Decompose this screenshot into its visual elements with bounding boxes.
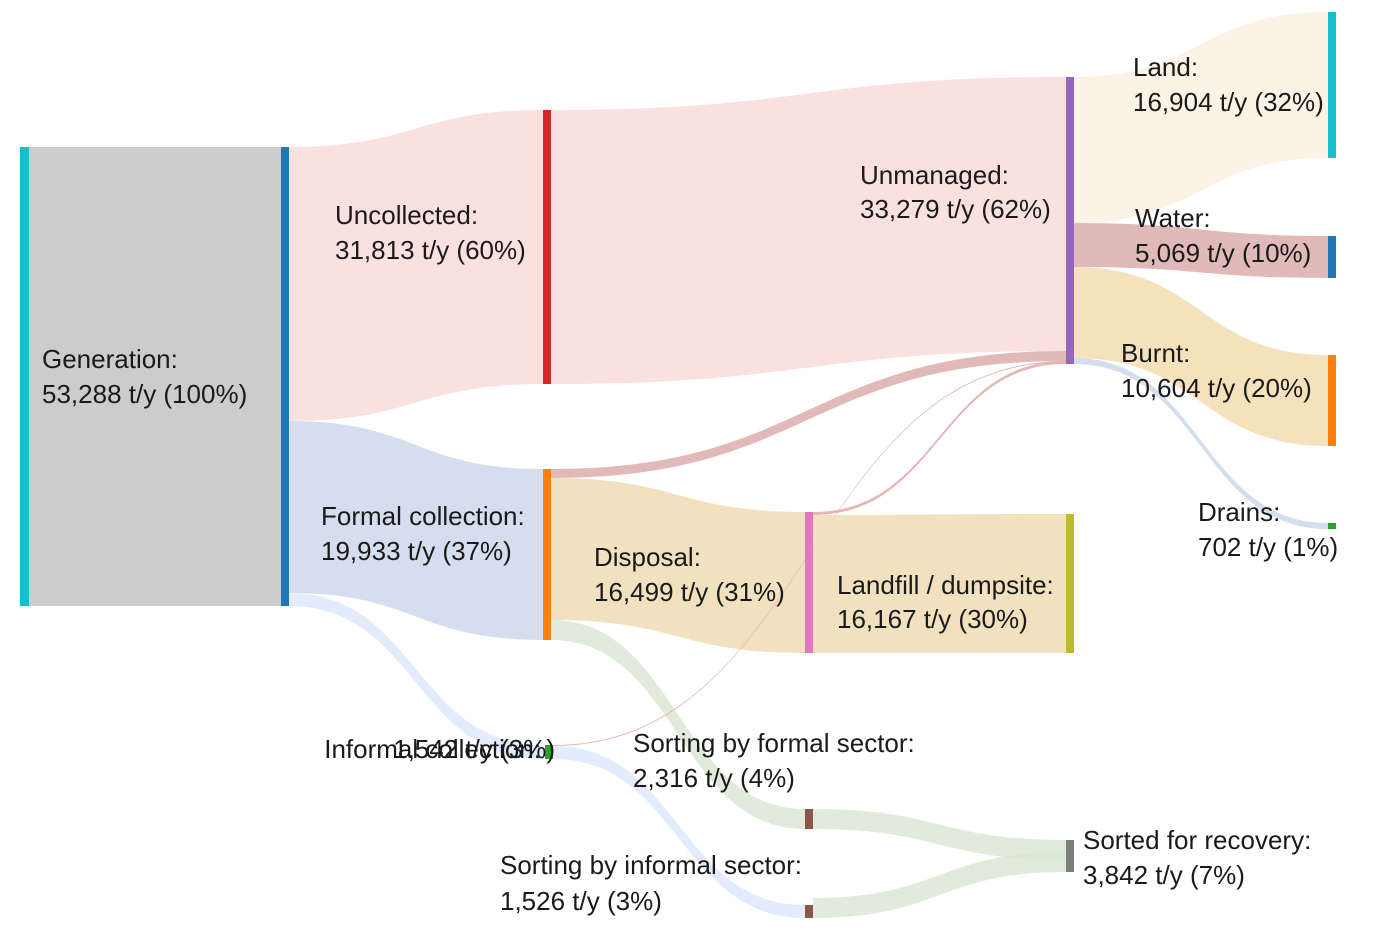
- drains-value: 702 t/y (1%): [1198, 532, 1338, 562]
- node-bar-unmanaged: [1066, 77, 1074, 364]
- node-bar-disposal: [805, 512, 813, 653]
- link-informal-to-sorting-informal: [553, 746, 805, 918]
- sorting-informal-value: 1,526 t/y (3%): [500, 886, 662, 916]
- link-unmanaged-to-water: [1074, 223, 1328, 278]
- unmanaged-value: 33,279 t/y (62%): [860, 194, 1051, 224]
- water-name: Water:: [1135, 203, 1211, 233]
- uncollected-name: Uncollected:: [335, 200, 478, 230]
- drains-name: Drains:: [1198, 497, 1280, 527]
- uncollected-value: 31,813 t/y (60%): [335, 235, 526, 265]
- link-disposal-to-unmanaged: [813, 361, 1066, 515]
- link-disposal-to-landfill: [813, 514, 1066, 653]
- link-uncollected-to-unmanaged: [551, 77, 1066, 384]
- node-bar-water: [1328, 236, 1336, 278]
- link-unmanaged-to-burnt: [1074, 267, 1328, 446]
- nodes-layer: [20, 12, 1336, 918]
- node-bar-landfill: [1066, 514, 1074, 653]
- sorted-name: Sorted for recovery:: [1083, 825, 1311, 855]
- informal-collection-value: 1,542 t/y (3%): [393, 734, 555, 764]
- landfill-name: Landfill / dumpsite:: [837, 570, 1054, 600]
- node-bar-sorting-formal: [805, 809, 813, 829]
- sorting-formal-name: Sorting by formal sector:: [633, 728, 915, 758]
- generation-name: Generation:: [42, 344, 178, 374]
- generation-node-body: [22, 147, 285, 606]
- node-bar-sorted: [1066, 840, 1074, 872]
- link-generation-to-informal: [289, 593, 543, 759]
- landfill-value: 16,167 t/y (30%): [837, 604, 1028, 634]
- water-value: 5,069 t/y (10%): [1135, 238, 1311, 268]
- node-bar-sorting-informal: [805, 905, 813, 918]
- link-generation-to-uncollected: [289, 110, 543, 421]
- generation-value: 53,288 t/y (100%): [42, 379, 247, 409]
- link-generation-to-formal: [289, 421, 543, 640]
- sorting-formal-value: 2,316 t/y (4%): [633, 763, 795, 793]
- link-sorting-informal-to-sorted: [813, 852, 1066, 918]
- links-layer: [289, 12, 1328, 918]
- unmanaged-name: Unmanaged:: [860, 160, 1009, 190]
- node-bar-generation-outflow: [281, 147, 289, 606]
- node-bar-land: [1328, 12, 1336, 158]
- sorted-value: 3,842 t/y (7%): [1083, 860, 1245, 890]
- link-formal-to-sorting-formal: [551, 620, 805, 829]
- disposal-name: Disposal:: [594, 542, 701, 572]
- node-bar-informal: [545, 745, 553, 759]
- link-unmanaged-to-drains: [1074, 358, 1328, 529]
- sorting-informal-name: Sorting by informal sector:: [500, 850, 802, 880]
- link-formal-to-unmanaged: [551, 351, 1066, 478]
- link-formal-to-disposal: [551, 478, 805, 653]
- node-bar-formal: [543, 469, 551, 640]
- disposal-value: 16,499 t/y (31%): [594, 577, 785, 607]
- node-bar-generation: [20, 147, 29, 606]
- informal-collection-name: Informal collection:: [324, 734, 541, 764]
- formal-collection-value: 19,933 t/y (37%): [321, 536, 512, 566]
- land-name: Land:: [1133, 52, 1198, 82]
- link-unmanaged-to-land: [1074, 12, 1328, 223]
- link-sorting-formal-to-sorted: [813, 809, 1066, 860]
- burnt-value: 10,604 t/y (20%): [1121, 373, 1312, 403]
- formal-collection-name: Formal collection:: [321, 501, 525, 531]
- land-value: 16,904 t/y (32%): [1133, 87, 1324, 117]
- node-bar-drains: [1328, 523, 1336, 529]
- burnt-name: Burnt:: [1121, 338, 1190, 368]
- node-bar-burnt: [1328, 355, 1336, 446]
- node-bar-uncollected: [543, 110, 551, 384]
